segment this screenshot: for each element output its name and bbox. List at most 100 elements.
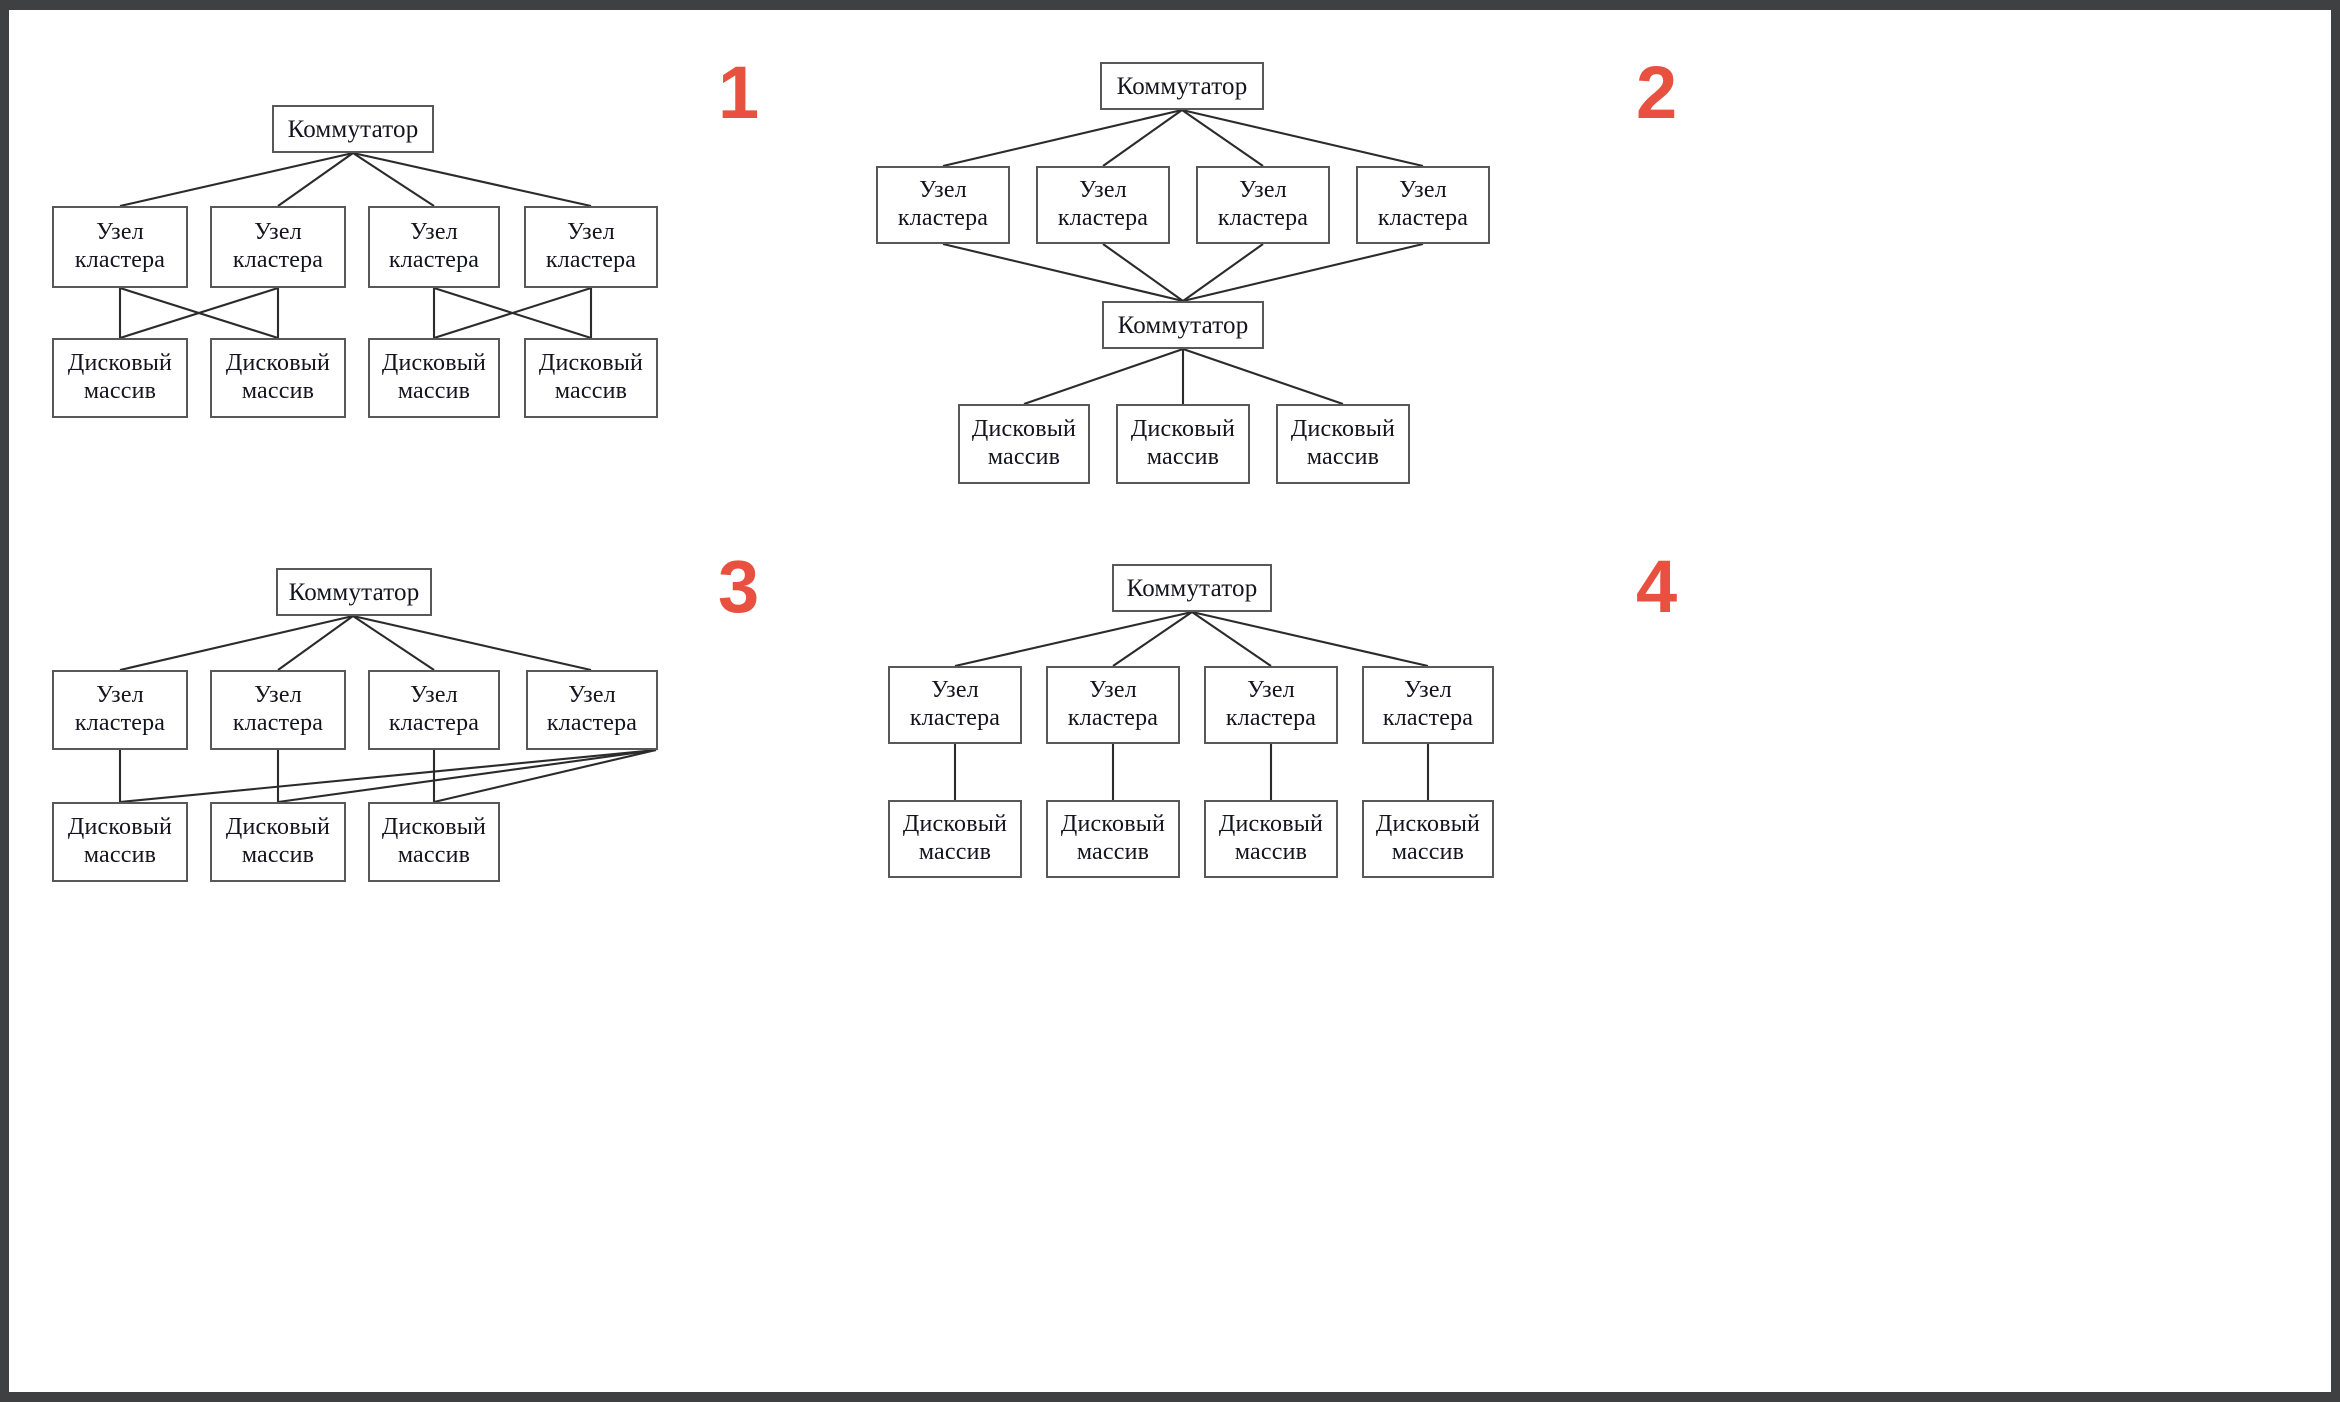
panel-2-disk-array-1: Дисковый массив [958,404,1090,484]
box-label: Дисковый массив [225,350,331,404]
box-label: Узел кластера [1382,677,1474,731]
connection-line [277,152,354,207]
box-label: Узел кластера [74,682,166,736]
panel-4-disk-array-2: Дисковый массив [1046,800,1180,878]
connection-line [352,614,592,672]
panel-3-cluster-node-2: Узел кластера [210,670,346,750]
panel-3-disk-array-3: Дисковый массив [368,802,500,882]
panel-4-switch: Коммутатор [1112,564,1272,612]
panel-2-disk-array-3: Дисковый массив [1276,404,1410,484]
box-label: Дисковый массив [225,814,331,868]
panel-number-2: 2 [1636,51,1678,134]
connection-line [942,242,1184,303]
box-label: Узел кластера [74,219,166,273]
box-label: Дисковый массив [67,350,173,404]
box-label: Узел кластера [1217,177,1309,231]
panel-2-cluster-node-2: Узел кластера [1036,166,1170,244]
connection-line [433,748,657,804]
panel-1-cluster-node-2: Узел кластера [210,206,346,288]
box-label: Дисковый массив [67,814,173,868]
connection-line [119,151,354,208]
panel-2-disk-array-2: Дисковый массив [1116,404,1250,484]
panel-4-cluster-node-1: Узел кластера [888,666,1022,744]
panel-number-4: 4 [1636,545,1678,628]
connection-line [954,610,1193,668]
panel-2-switch-top: Коммутатор [1100,62,1264,110]
box-label: Узел кластера [232,219,324,273]
panel-2-switch-bottom: Коммутатор [1102,301,1264,349]
connection-line [942,108,1183,168]
box-label: Узел кластера [546,682,638,736]
panel-1-disk-array-3: Дисковый массив [368,338,500,418]
connection-line [1023,348,1184,405]
connection-line [1181,108,1424,168]
panel-3-cluster-node-3: Узел кластера [368,670,500,750]
connection-line [1181,109,1264,167]
box-label: Дисковый массив [971,416,1077,470]
panel-1-disk-array-1: Дисковый массив [52,338,188,418]
panel-1-cluster-node-3: Узел кластера [368,206,500,288]
connection-line [277,748,657,804]
box-label: Узел кластера [1377,177,1469,231]
connection-line [1191,610,1429,668]
box-label: Дисковый массив [381,350,487,404]
box-label: Коммутатор [288,578,420,606]
box-label: Дисковый массив [381,814,487,868]
panel-1-disk-array-2: Дисковый массив [210,338,346,418]
panel-3-cluster-node-1: Узел кластера [52,670,188,750]
box-label: Коммутатор [1126,574,1258,602]
box-label: Коммутатор [1116,72,1248,100]
connection-line [277,615,354,671]
box-label: Узел кластера [909,677,1001,731]
box-label: Узел кластера [545,219,637,273]
panel-1-cluster-node-1: Узел кластера [52,206,188,288]
connection-line [352,615,435,671]
panel-4-cluster-node-3: Узел кластера [1204,666,1338,744]
panel-3-disk-array-2: Дисковый массив [210,802,346,882]
box-label: Дисковый массив [1218,811,1324,865]
connection-line [352,151,592,208]
connection-line [1112,611,1193,667]
panel-number-1: 1 [718,51,760,134]
box-label: Дисковый массив [1130,416,1236,470]
box-label: Дисковый массив [1375,811,1481,865]
panel-number-3: 3 [718,545,760,628]
connection-line [1182,242,1424,303]
panel-1-cluster-node-4: Узел кластера [524,206,658,288]
connection-line [119,286,279,340]
box-label: Узел кластера [897,177,989,231]
panel-1-switch: Коммутатор [272,105,434,153]
connection-line [1102,243,1184,302]
panel-4-cluster-node-4: Узел кластера [1362,666,1494,744]
box-label: Узел кластера [388,219,480,273]
box-label: Узел кластера [1067,677,1159,731]
panel-4-disk-array-4: Дисковый массив [1362,800,1494,878]
panel-3-switch: Коммутатор [276,568,432,616]
connection-line [352,152,435,207]
panel-4-disk-array-1: Дисковый массив [888,800,1022,878]
box-label: Дисковый массив [1060,811,1166,865]
connection-line [119,286,279,340]
panel-3-disk-array-1: Дисковый массив [52,802,188,882]
box-label: Узел кластера [232,682,324,736]
panel-1-disk-array-4: Дисковый массив [524,338,658,418]
connection-line [119,614,354,672]
box-label: Коммутатор [1117,311,1249,339]
connection-line [1191,611,1272,667]
panel-3-cluster-node-4: Узел кластера [526,670,658,750]
panel-4-cluster-node-2: Узел кластера [1046,666,1180,744]
box-label: Коммутатор [287,115,419,143]
box-label: Узел кластера [388,682,480,736]
box-label: Дисковый массив [1290,416,1396,470]
panel-2-cluster-node-4: Узел кластера [1356,166,1490,244]
connection-line [1182,243,1264,302]
box-label: Узел кластера [1057,177,1149,231]
panel-2-cluster-node-3: Узел кластера [1196,166,1330,244]
connection-line [433,286,592,340]
box-label: Дисковый массив [902,811,1008,865]
panel-4-disk-array-3: Дисковый массив [1204,800,1338,878]
box-label: Узел кластера [1225,677,1317,731]
panel-2-cluster-node-1: Узел кластера [876,166,1010,244]
